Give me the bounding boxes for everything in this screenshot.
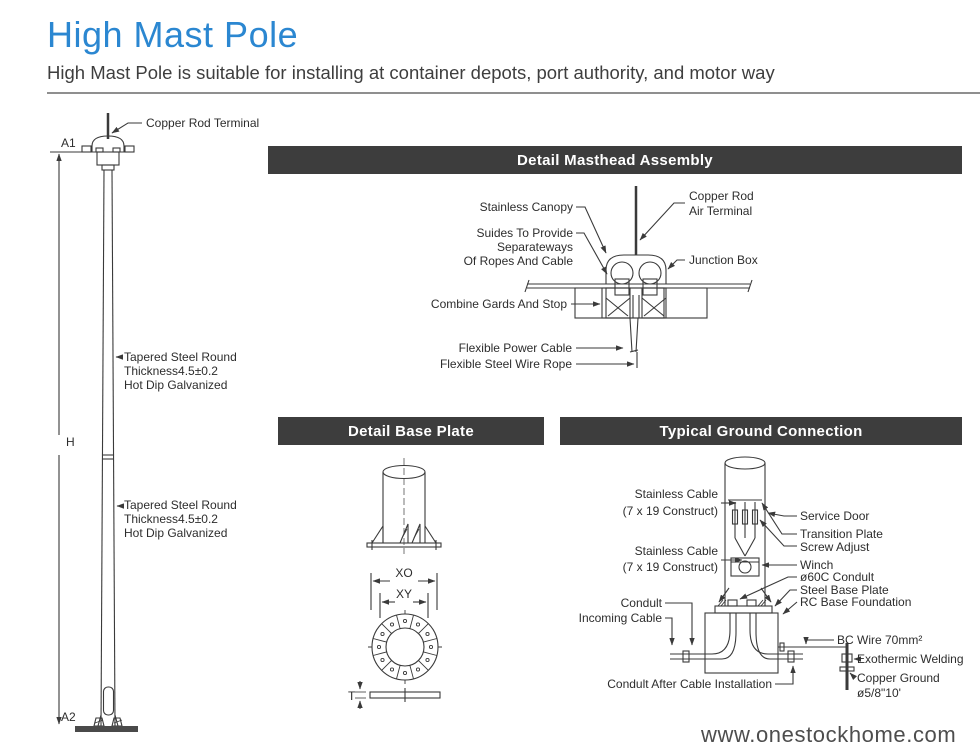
- pole-top: [724, 456, 766, 470]
- label-copper-ground-2: ø5/8"10': [857, 686, 901, 700]
- label-tapered-upper-2: Thickness4.5±0.2: [124, 364, 218, 378]
- label-incoming-cable: Incoming Cable: [579, 611, 663, 625]
- label-screw-adjust: Screw Adjust: [800, 540, 870, 554]
- label-bc-wire: BC Wire 70mm²: [837, 633, 922, 647]
- header-divider: [47, 92, 980, 94]
- screw-adjuster: [731, 509, 739, 525]
- pole-elevation-diagram: Copper Rod Terminal A1 H A2 Tapered Stee…: [50, 113, 259, 732]
- label-dim-xy: XY: [396, 587, 412, 601]
- label-dim-t: T: [348, 689, 356, 703]
- section-header-base-plate: Detail Base Plate: [278, 417, 544, 445]
- label-guides-1: Suides To Provide: [476, 226, 573, 240]
- label-copper-rod-2: Air Terminal: [689, 204, 752, 218]
- label-dim-xo: XO: [395, 566, 412, 580]
- label-stainless-cable-2b: (7 x 19 Construct): [623, 560, 718, 574]
- label-tapered-lower-3: Hot Dip Galvanized: [124, 526, 227, 540]
- service-door-outline: [102, 686, 115, 716]
- label-stainless-cable-2a: Stainless Cable: [635, 544, 719, 558]
- label-guides-2: Separateways: [497, 240, 573, 254]
- bolt-holes: [376, 618, 434, 676]
- base-plate-diagram: XO XY T: [348, 458, 442, 709]
- label-copper-rod-terminal: Copper Rod Terminal: [146, 116, 259, 130]
- label-guides-3: Of Ropes And Cable: [464, 254, 574, 268]
- website-url: www.onestockhome.com: [701, 722, 957, 747]
- label-tapered-lower-1: Tapered Steel Round: [124, 498, 237, 512]
- label-dim-h: H: [66, 435, 75, 449]
- label-stainless-cable-1a: Stainless Cable: [635, 487, 719, 501]
- label-exothermic-welding: Exothermic Welding: [857, 652, 964, 666]
- label-combine-gards: Combine Gards And Stop: [431, 297, 567, 311]
- junction-box-frame: [574, 287, 708, 319]
- label-rc-base-foundation: RC Base Foundation: [800, 595, 911, 609]
- label-stainless-cable-1b: (7 x 19 Construct): [623, 504, 718, 518]
- label-condult: Condult: [621, 596, 663, 610]
- base-plate-linework: [355, 458, 442, 709]
- label-conduit-60c: ø60C Condult: [800, 570, 875, 584]
- label-copper-rod-1: Copper Rod: [689, 189, 754, 203]
- label-flexible-power-cable: Flexible Power Cable: [459, 341, 573, 355]
- label-stainless-canopy: Stainless Canopy: [480, 200, 573, 214]
- flange-side-view: [366, 542, 442, 548]
- winch-body: [730, 557, 760, 577]
- page-subtitle: High Mast Pole is suitable for installin…: [47, 62, 775, 83]
- label-condult-after: Condult After Cable Installation: [607, 677, 772, 691]
- label-junction-box: Junction Box: [689, 253, 758, 267]
- hanging-cable: [629, 317, 639, 353]
- conduit-curve: [705, 613, 731, 655]
- gusset: [371, 525, 384, 544]
- base-plate-bar: [75, 726, 138, 732]
- label-tapered-upper-3: Hot Dip Galvanized: [124, 378, 227, 392]
- label-service-door: Service Door: [800, 509, 869, 523]
- rope-pulley: [610, 261, 634, 285]
- canopy-dome: [605, 254, 667, 284]
- page-title: High Mast Pole: [47, 14, 299, 55]
- label-winch: Winch: [800, 558, 833, 572]
- masthead-assembly-diagram: Stainless Canopy Suides To Provide Separ…: [431, 186, 758, 371]
- label-tapered-upper-1: Tapered Steel Round: [124, 350, 237, 364]
- exothermic-weld-clamp: [841, 653, 853, 663]
- section-header-ground: Typical Ground Connection: [560, 417, 962, 445]
- masthead-dome: [91, 135, 125, 153]
- ground-connection-diagram: Stainless Cable (7 x 19 Construct) Stain…: [579, 456, 964, 700]
- masthead-linework: [524, 186, 753, 368]
- pole-linework: [50, 113, 142, 732]
- label-dim-a2: A2: [61, 710, 76, 724]
- label-flexible-steel-wire-rope: Flexible Steel Wire Rope: [440, 357, 572, 371]
- ground-linework: [665, 456, 862, 690]
- rc-foundation-block: [704, 612, 779, 674]
- label-tapered-lower-2: Thickness4.5±0.2: [124, 512, 218, 526]
- label-steel-base-plate: Steel Base Plate: [800, 583, 889, 597]
- steel-base-plate-shape: [714, 605, 773, 614]
- flange-ring-inner: [385, 627, 425, 667]
- pole-shaft: [100, 169, 105, 727]
- label-transition-plate: Transition Plate: [800, 527, 883, 541]
- label-copper-ground-1: Copper Ground: [857, 671, 940, 685]
- label-dim-a1: A1: [61, 136, 76, 150]
- section-header-masthead: Detail Masthead Assembly: [268, 146, 962, 174]
